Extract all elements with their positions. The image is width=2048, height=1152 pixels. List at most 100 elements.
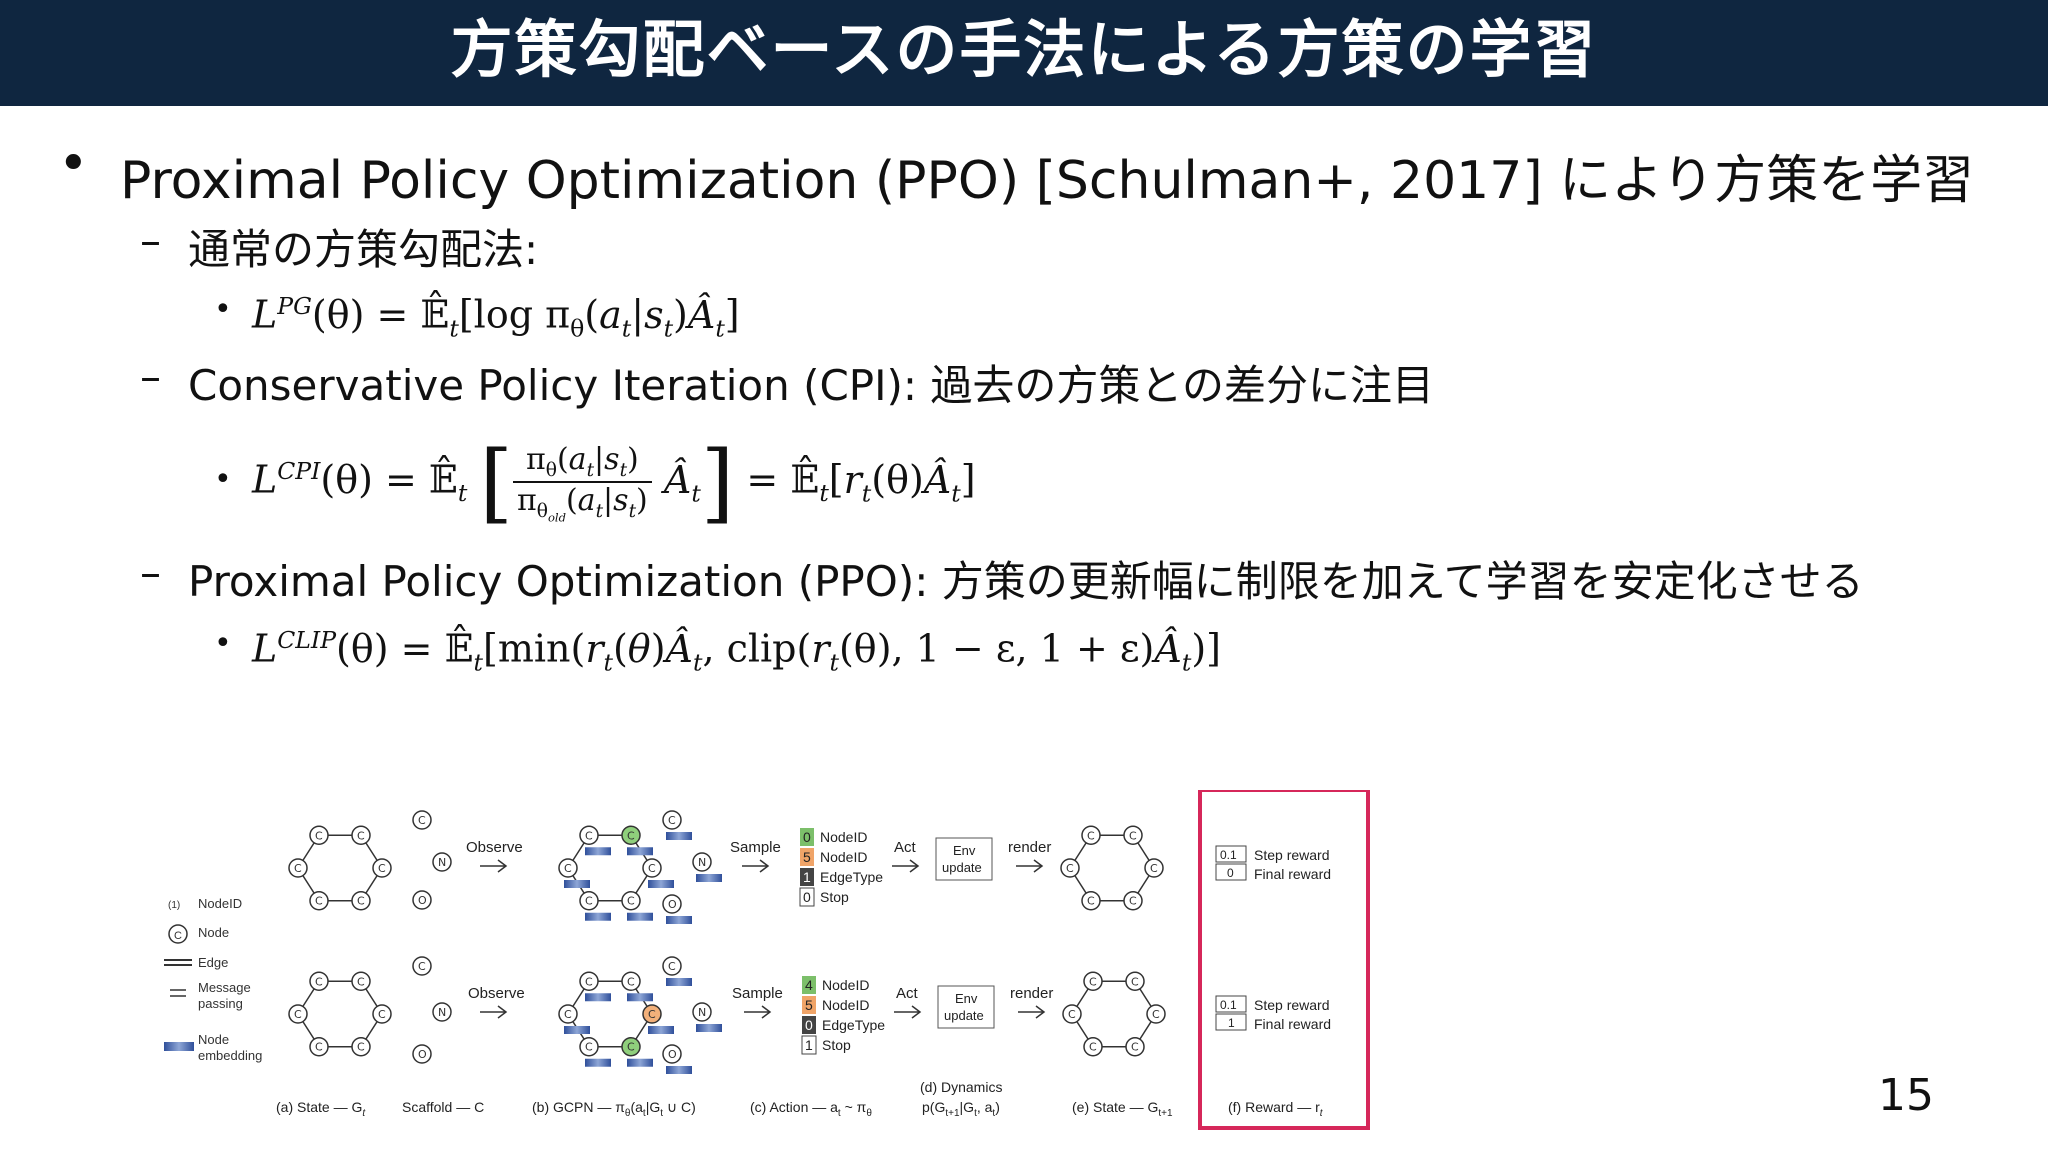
svg-text:Act: Act [894, 839, 917, 856]
atom-label: C [564, 862, 572, 875]
node-embedding [696, 1024, 722, 1032]
atom-label: N [698, 856, 706, 869]
atom-node [692, 1002, 712, 1022]
svg-text:Node: Node [198, 1032, 229, 1047]
pipeline-labels: Observe Observe Sample Sample Act Act re… [466, 839, 1053, 1002]
atom-label: C [1089, 1041, 1097, 1054]
atom-label: C [418, 814, 426, 827]
atom-node [662, 1044, 682, 1064]
atom-node [621, 971, 641, 992]
atom-node [662, 894, 682, 914]
atom-node [1125, 971, 1145, 992]
atom-label: C [1087, 895, 1095, 908]
atom-label: N [438, 856, 446, 869]
svg-text:0: 0 [803, 829, 811, 845]
svg-text:0: 0 [803, 889, 811, 905]
title-bar: 方策勾配ベースの手法による方策の学習 [0, 0, 2048, 106]
atom-label: C [564, 1008, 572, 1021]
node-embedding [564, 880, 590, 888]
svg-text:Sample: Sample [730, 839, 781, 856]
atom-label: C [585, 1041, 593, 1054]
svg-text:Stop: Stop [820, 889, 849, 905]
atom-node [288, 1004, 308, 1024]
atom-node [579, 1036, 599, 1057]
atom-node [351, 1036, 371, 1057]
svg-text:Sample: Sample [732, 985, 783, 1002]
sub-bullet-ppo-text: Proximal Policy Optimization (PPO): 方策の更… [188, 557, 1864, 606]
atom-label: C [585, 975, 593, 988]
node-embedding [696, 874, 722, 882]
equation-cpi-formula: LCPI(θ) = 𝔼̂t [πθ(at|st)πθold(at|st) Ât]… [252, 433, 976, 533]
atom-node [412, 890, 432, 910]
atom-label: C [315, 895, 323, 908]
svg-text:update: update [942, 860, 982, 875]
env-update-boxes: Env update Env update [935, 837, 995, 1029]
atom-label: C [1150, 862, 1158, 875]
svg-text:0.1: 0.1 [1220, 998, 1237, 1012]
atom-node [1123, 825, 1143, 846]
dash-marker: – [140, 548, 161, 597]
svg-text:p(Gt+1|Gt, at): p(Gt+1|Gt, at) [922, 1099, 1000, 1119]
atom-label: C [1152, 1008, 1160, 1021]
atom-node [309, 1036, 329, 1057]
node-embedding [627, 847, 653, 856]
atom-node [351, 890, 371, 911]
atom-node [1060, 858, 1080, 878]
page-number: 15 [1878, 1070, 1934, 1121]
node-embedding [585, 912, 611, 921]
atom-node [309, 971, 329, 992]
node-embedding [648, 880, 674, 888]
svg-text:Observe: Observe [466, 839, 523, 856]
atom-label: C [585, 829, 593, 842]
atom-label: C [1131, 1041, 1139, 1054]
atom-label: C [648, 862, 656, 875]
atom-label: C [585, 895, 593, 908]
node-embedding [666, 916, 692, 924]
atom-label: O [418, 1048, 427, 1061]
atom-node [579, 971, 599, 992]
slide-title: 方策勾配ベースの手法による方策の学習 [450, 13, 1598, 86]
atom-node [1083, 1036, 1103, 1057]
svg-text:Step reward: Step reward [1254, 997, 1329, 1013]
atom-node [558, 1004, 578, 1024]
svg-text:Env: Env [955, 991, 978, 1006]
equation-pg-formula: LPG(θ) = 𝔼̂t[log πθ(at|st)Ât] [252, 292, 740, 343]
atom-node [1123, 890, 1143, 911]
svg-text:5: 5 [803, 849, 811, 865]
atom-label: C [1129, 895, 1137, 908]
node-embedding [666, 1066, 692, 1074]
svg-text:Final reward: Final reward [1254, 866, 1331, 882]
atom-label: C [1129, 829, 1137, 842]
legend-embedding-icon [164, 1042, 194, 1051]
svg-text:(f) Reward — rt: (f) Reward — rt [1228, 1099, 1324, 1119]
svg-text:0.1: 0.1 [1220, 848, 1237, 862]
atom-label: C [668, 814, 676, 827]
svg-text:render: render [1010, 985, 1053, 1002]
node-embedding [627, 912, 653, 921]
atom-node [579, 890, 599, 911]
atom-node [351, 825, 371, 846]
reward-table-bottom: 0.1 Step reward 1 Final reward [1215, 995, 1331, 1032]
atom-node [1081, 825, 1101, 846]
reward-highlight-box [1198, 790, 1370, 1130]
svg-text:Observe: Observe [468, 985, 525, 1002]
atom-node [309, 825, 329, 846]
atom-label: C [294, 1008, 302, 1021]
equation-clip-formula: LCLIP(θ) = 𝔼̂t[min(rt(θ)Ât, clip(rt(θ), … [252, 626, 1221, 677]
atom-label: C [668, 960, 676, 973]
node-embedding [666, 832, 692, 840]
svg-text:(c) Action — at ~ πθ: (c) Action — at ~ πθ [750, 1099, 872, 1119]
atom-label: C [315, 1041, 323, 1054]
figure-legend: (1) NodeID C Node Edge Message passing N… [164, 896, 262, 1063]
svg-text:0: 0 [805, 1017, 813, 1033]
reward-table-top: 0.1 Step reward 0 Final reward [1215, 845, 1331, 882]
atom-label: C [418, 960, 426, 973]
atom-label: C [378, 862, 386, 875]
svg-text:(d) Dynamics: (d) Dynamics [920, 1079, 1002, 1095]
svg-text:(e) State — Gt+1: (e) State — Gt+1 [1072, 1099, 1173, 1119]
atom-label: C [1131, 975, 1139, 988]
pipeline-arrows [480, 859, 1046, 1019]
svg-text:render: render [1008, 839, 1051, 856]
atom-label: C [627, 975, 635, 988]
